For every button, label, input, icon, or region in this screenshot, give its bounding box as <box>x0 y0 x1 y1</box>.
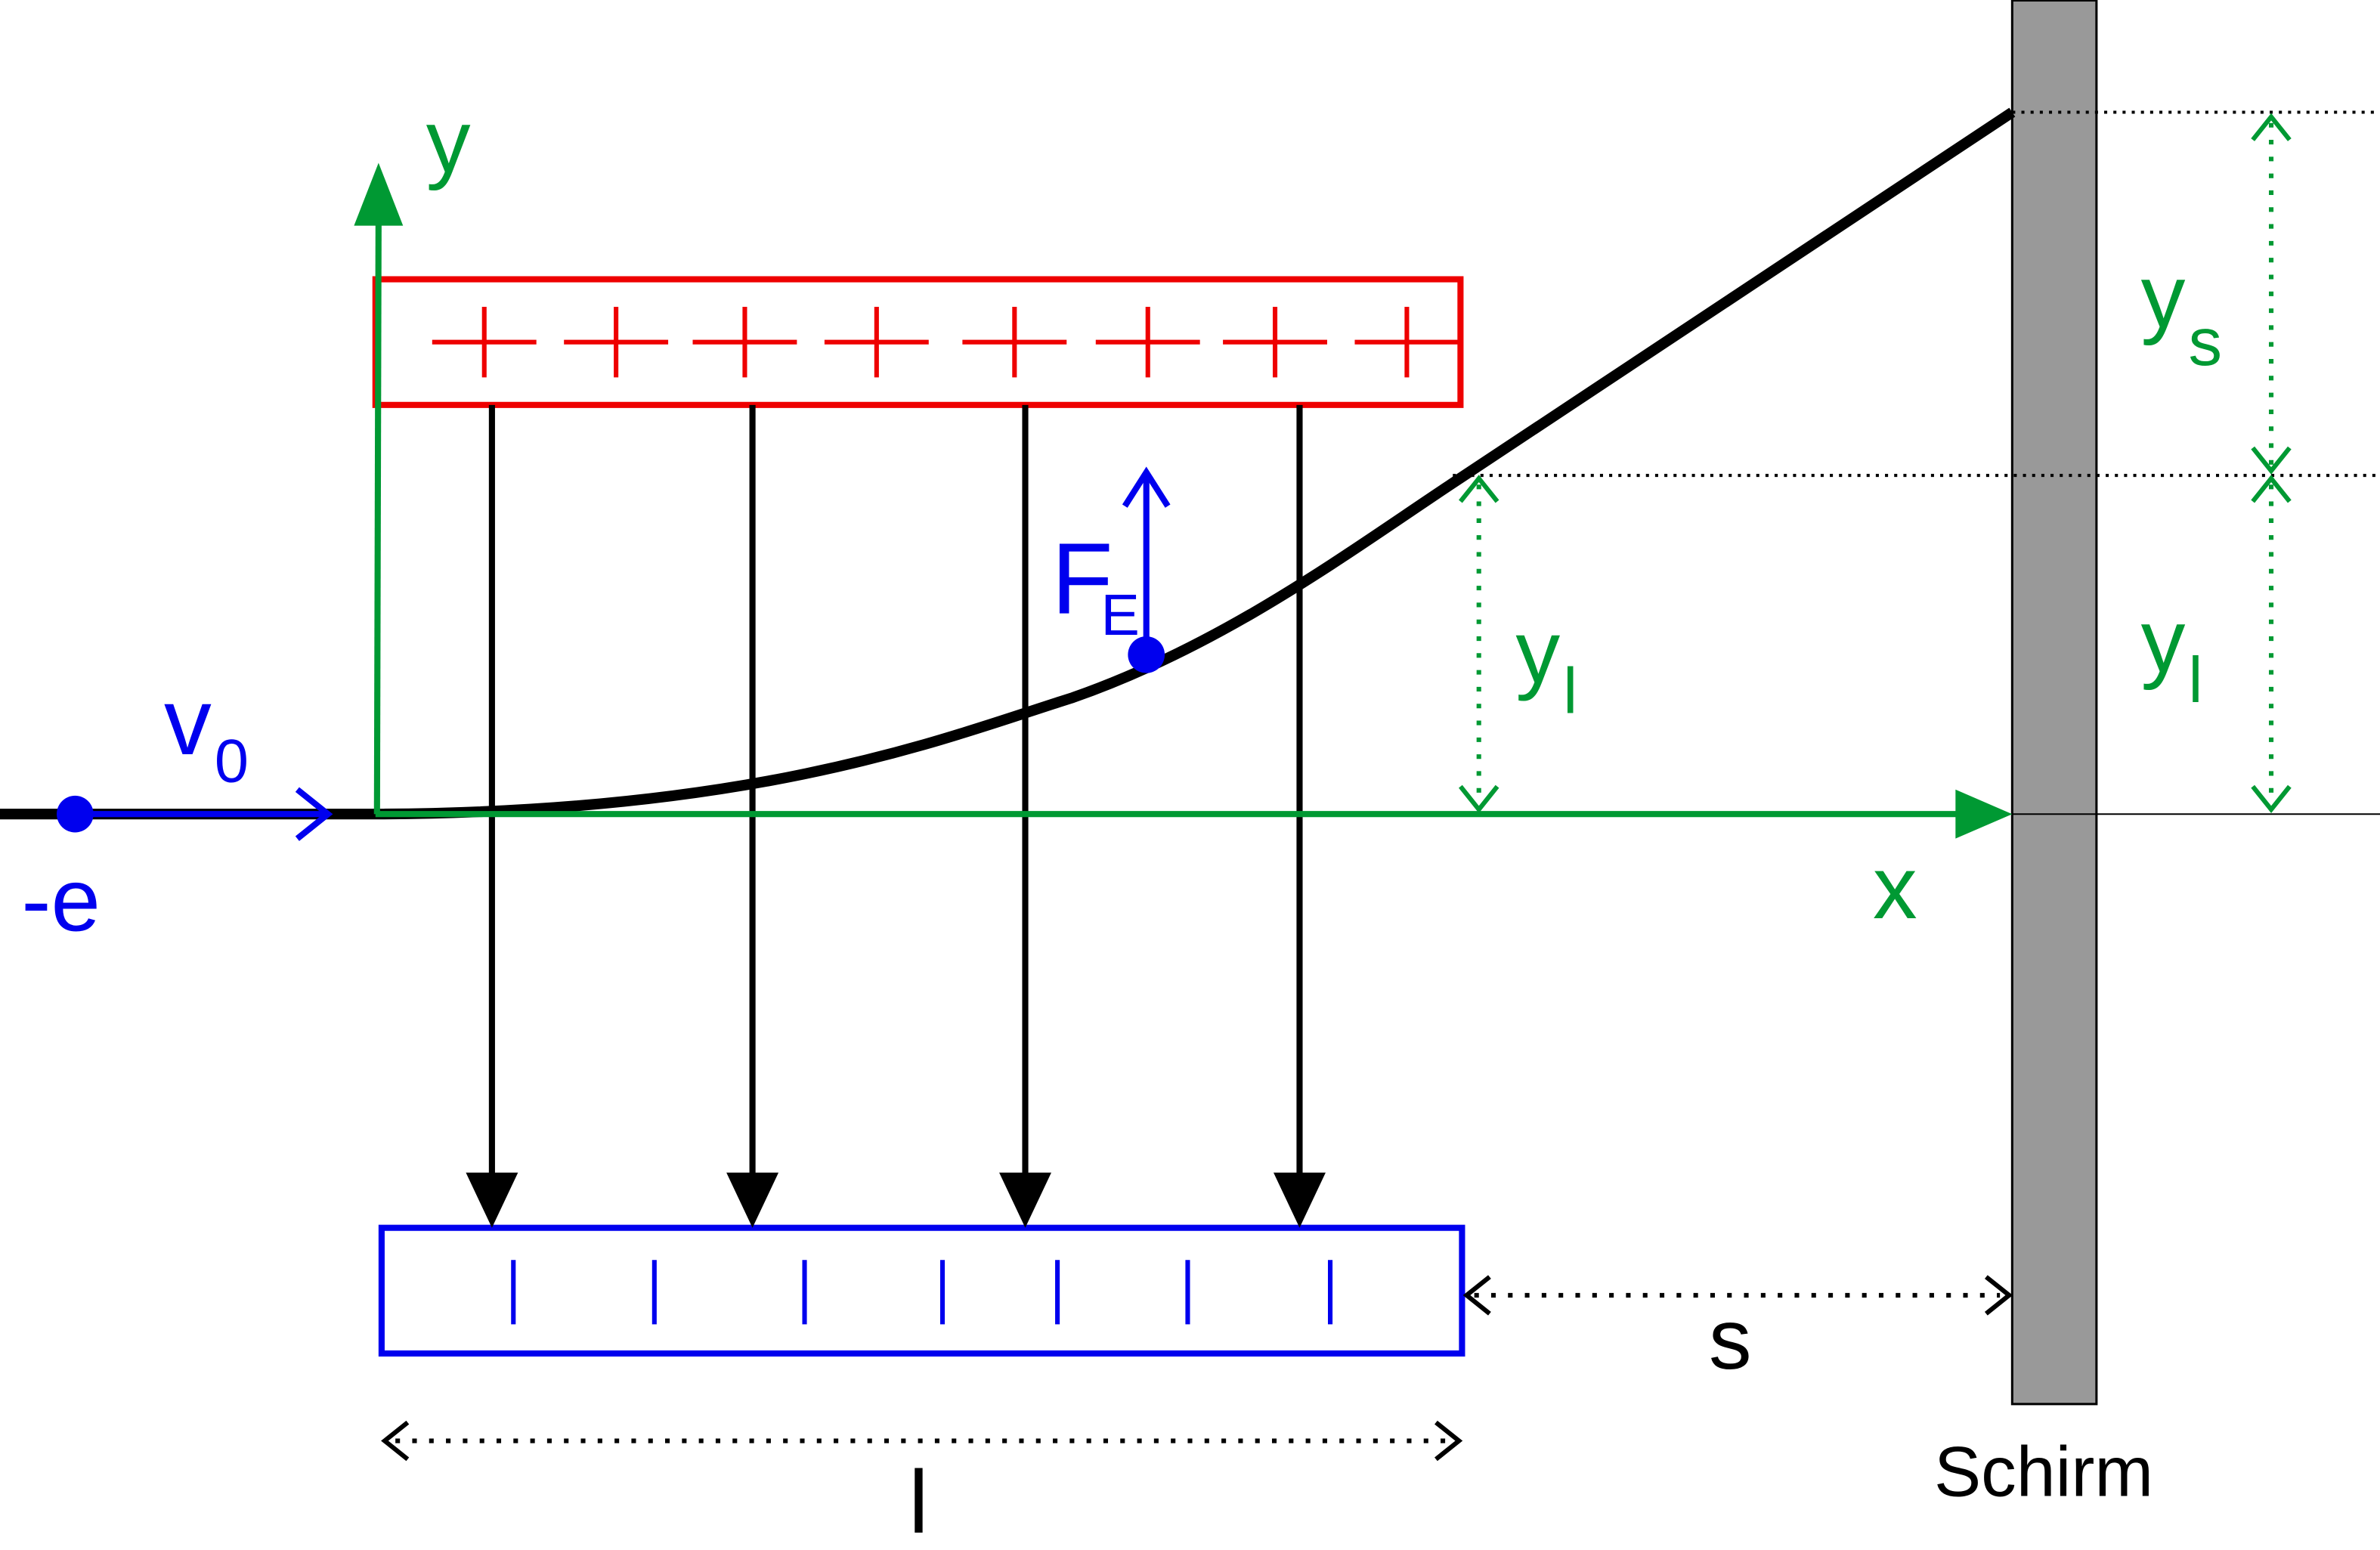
plus-sign <box>1223 307 1327 378</box>
dim-l <box>381 1420 1463 1462</box>
x-axis-label: x <box>1873 838 1917 937</box>
plus-sign <box>564 307 669 378</box>
field-lines <box>466 404 1326 1228</box>
charge-label: -e <box>21 850 101 949</box>
screen <box>2010 0 2098 1406</box>
electron-start <box>57 795 94 833</box>
dim-s <box>1462 1275 2013 1316</box>
dim-yl-plate <box>1459 475 1499 813</box>
length-l-label: l <box>908 1453 928 1550</box>
force-label: FE <box>1051 523 1140 648</box>
field-line-arrowhead <box>466 1172 518 1228</box>
velocity-arrow <box>76 787 333 841</box>
plus-sign <box>1354 307 1459 378</box>
dim-yl-screen <box>2251 475 2292 813</box>
y-axis-label: y <box>426 92 471 191</box>
field-line-arrowhead <box>726 1172 779 1228</box>
y-axis-arrowhead <box>354 162 404 226</box>
plus-sign <box>962 307 1067 378</box>
y-axis <box>373 222 382 815</box>
coordinate-axes <box>354 162 2013 839</box>
plus-signs <box>432 307 1459 378</box>
minus-signs <box>511 1260 1333 1325</box>
plus-sign <box>692 307 797 378</box>
force-arrow <box>1122 466 1171 655</box>
x-axis-arrowhead <box>1955 789 2013 839</box>
field-line-arrowhead <box>1274 1172 1326 1228</box>
ys-label: ys <box>2141 246 2222 379</box>
yl-plate-label: yl <box>1515 602 1577 728</box>
bottom-plate <box>378 1224 1465 1357</box>
dim-ys <box>2251 113 2292 475</box>
electron-in-field <box>1128 636 1165 673</box>
distance-s-label: s <box>1709 1292 1752 1388</box>
screen-label: Schirm <box>1934 1433 2153 1511</box>
electron-trajectory <box>0 107 2016 820</box>
yl-screen-label: yl <box>2141 592 2203 717</box>
plus-sign <box>1095 307 1200 378</box>
plus-sign <box>824 307 929 378</box>
field-line-arrowhead <box>999 1172 1051 1228</box>
plus-sign <box>432 307 537 378</box>
